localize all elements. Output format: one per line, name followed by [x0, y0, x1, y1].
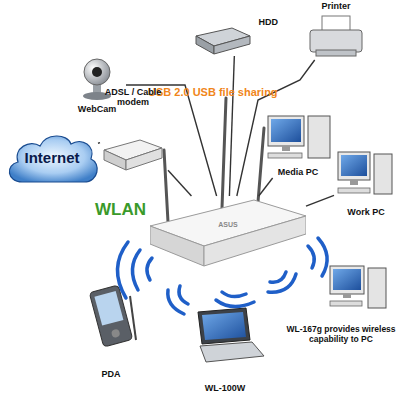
printer-node: Printer — [300, 2, 372, 60]
feature-label: USB 2.0 USB file sharing — [148, 86, 278, 98]
wave — [179, 286, 188, 304]
node-text: WL-100W — [205, 384, 246, 394]
node-text: Media PC — [278, 168, 319, 178]
webcam-lens — [92, 67, 102, 77]
stylus — [130, 296, 136, 340]
node-text: HDD — [259, 18, 279, 28]
wlan-label: WLAN — [95, 200, 146, 220]
laptop-node: WL-100W — [182, 306, 268, 394]
hdd-icon — [196, 36, 214, 54]
node-text: WL-167g provides wireless capability to … — [282, 325, 400, 344]
media-pc-node: Media PC — [262, 112, 334, 178]
router-outline — [150, 196, 306, 276]
wave — [270, 272, 286, 282]
wave — [216, 300, 254, 307]
monitor-icon — [268, 116, 304, 146]
monitor-screen — [341, 155, 367, 176]
wave — [222, 292, 246, 297]
work-pc-node: Work PC — [334, 148, 398, 218]
monitor-icon — [338, 152, 370, 180]
printer-icon — [310, 30, 362, 52]
webcam-stand — [93, 84, 101, 94]
monitor-stand — [282, 146, 290, 151]
printer-tray — [316, 50, 356, 56]
node-text: ADSL / Cable modem — [98, 88, 168, 108]
router-node: ASUS — [150, 196, 306, 276]
tower-icon — [308, 116, 330, 158]
monitor-stand — [350, 180, 358, 185]
modem-node: ADSL / Cable modem — [98, 88, 168, 176]
wave — [117, 242, 128, 298]
antenna — [164, 150, 168, 222]
antenna — [222, 98, 226, 208]
cable-line — [306, 195, 334, 206]
hdd-icon — [196, 28, 250, 46]
wave — [132, 250, 140, 290]
pda-node: PDA — [80, 282, 142, 380]
modem-icon — [104, 150, 126, 170]
keyboard-icon — [330, 301, 362, 306]
wireless-pc-node: WL-167g provides wireless capability to … — [282, 262, 400, 344]
node-text: ASUS — [218, 221, 237, 229]
monitor-screen — [333, 269, 361, 290]
keyboard-icon — [338, 188, 370, 193]
monitor-icon — [330, 266, 364, 294]
laptop-screen — [198, 308, 250, 344]
pda-icon — [89, 285, 132, 347]
node-text: Printer — [321, 2, 350, 12]
tower-icon — [368, 268, 386, 308]
wave — [268, 274, 296, 292]
keyboard-icon — [268, 153, 302, 158]
router-face — [204, 216, 306, 266]
node-text: WebCam — [78, 105, 116, 115]
wave — [147, 258, 152, 280]
wave — [308, 246, 314, 268]
cable-line — [229, 56, 234, 196]
cable-line — [259, 178, 273, 196]
modem-icon — [126, 148, 162, 170]
node-text: Work PC — [347, 208, 384, 218]
cable-line — [98, 142, 100, 144]
monitor-screen — [271, 119, 301, 142]
monitor-stand — [343, 294, 351, 298]
pda-button — [111, 328, 121, 338]
cable-line — [168, 170, 191, 196]
hdd-icon — [214, 36, 250, 54]
wave — [168, 290, 184, 314]
node-text: Internet — [24, 150, 79, 167]
hdd-node: HDD — [192, 18, 278, 56]
printer-paper — [322, 16, 350, 32]
pda-screen — [94, 291, 123, 326]
antenna — [258, 128, 264, 202]
laptop-base — [200, 342, 264, 362]
wave — [318, 238, 327, 276]
pda-body — [89, 285, 132, 347]
internet-cloud: Internet — [4, 128, 100, 188]
laptop-display — [202, 312, 246, 340]
cloud-shape — [9, 136, 97, 182]
webcam-icon — [84, 59, 110, 85]
modem-icon — [104, 140, 162, 160]
router-face — [150, 226, 204, 266]
tower-icon — [374, 154, 392, 194]
node-text: PDA — [101, 370, 120, 380]
